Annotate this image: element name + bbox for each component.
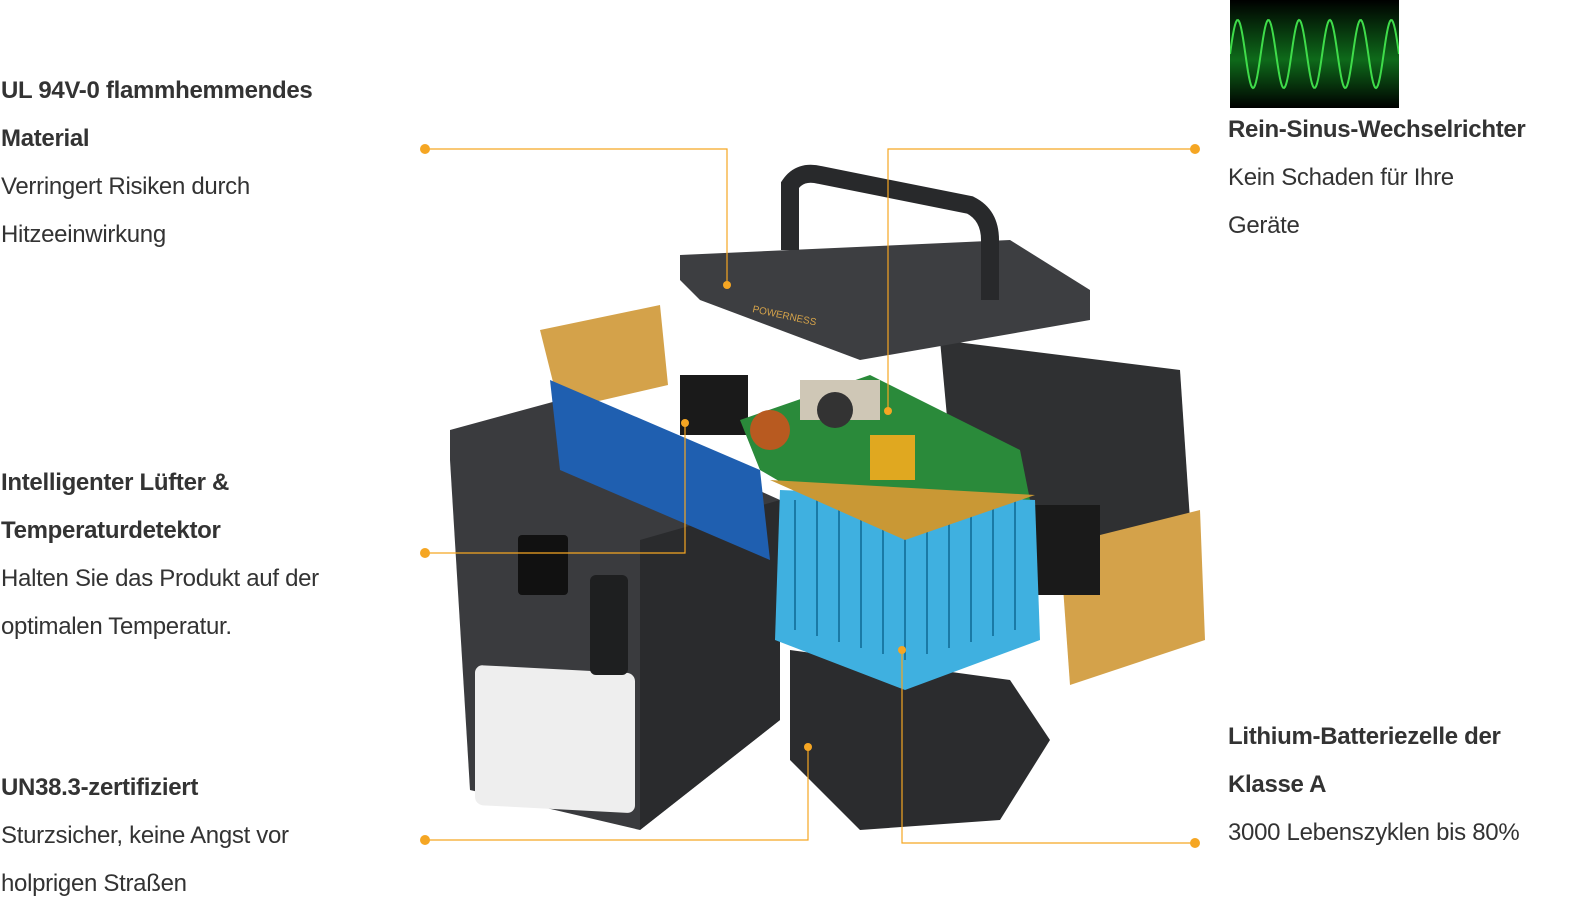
feature-desc: Geräte (1228, 212, 1300, 239)
sine-wave-icon (1230, 0, 1399, 108)
feature-un383-certified: UN38.3-zertifiziert Sturzsicher, keine A… (1, 764, 401, 908)
feature-title: Temperaturdetektor (1, 517, 221, 544)
feature-desc: Hitzeeinwirkung (1, 221, 166, 248)
feature-desc: optimalen Temperatur. (1, 613, 232, 640)
feature-title: Material (1, 125, 90, 152)
feature-title: UN38.3-zertifiziert (1, 774, 199, 801)
feature-pure-sine-inverter: Rein-Sinus-Wechselrichter Kein Schaden f… (1228, 106, 1572, 250)
feature-title: Rein-Sinus-Wechselrichter (1228, 116, 1526, 143)
feature-title: Intelligenter Lüfter & (1, 469, 230, 496)
feature-desc: Verringert Risiken durch (1, 173, 250, 200)
feature-desc: Kein Schaden für Ihre (1228, 164, 1454, 191)
feature-desc: Halten Sie das Produkt auf der (1, 565, 319, 592)
power-station-exploded-view: POWERNESS (450, 164, 1205, 830)
feature-desc: holprigen Straßen (1, 870, 187, 897)
feature-smart-fan: Intelligenter Lüfter & Temperaturdetekto… (1, 459, 401, 651)
feature-title: UL 94V-0 flammhemmendes (1, 77, 313, 104)
feature-desc: Sturzsicher, keine Angst vor (1, 822, 289, 849)
feature-lithium-cells: Lithium-Batteriezelle der Klasse A 3000 … (1228, 713, 1572, 857)
feature-desc: 3000 Lebenszyklen bis 80% (1228, 819, 1520, 846)
feature-title: Lithium-Batteriezelle der (1228, 723, 1501, 750)
feature-title: Klasse A (1228, 771, 1327, 798)
feature-flame-retardant: UL 94V-0 flammhemmendes Material Verring… (1, 67, 401, 259)
